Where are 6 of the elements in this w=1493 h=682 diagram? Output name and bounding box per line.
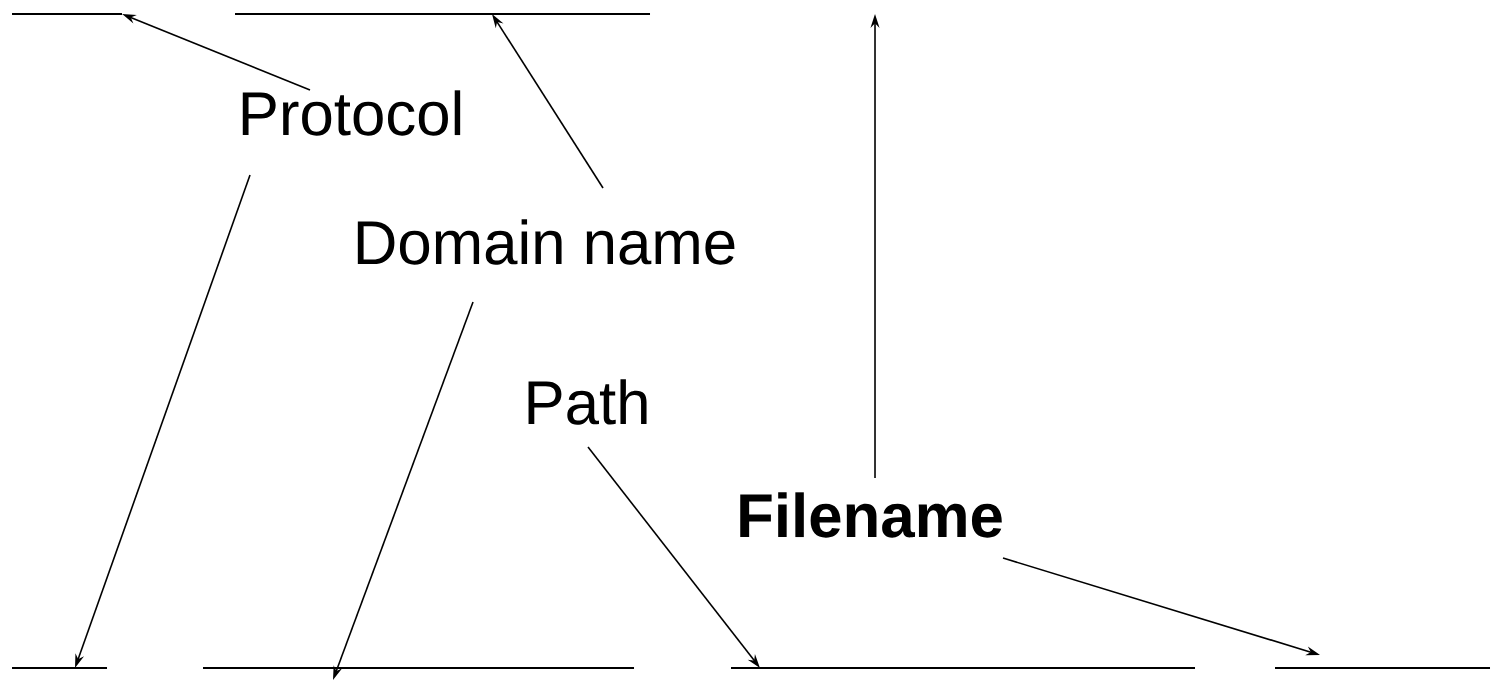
fill-in-line bbox=[1275, 667, 1490, 669]
label-text: Domain name bbox=[357, 219, 735, 265]
label-text: Filename bbox=[740, 492, 1002, 538]
label-text: Protocol bbox=[242, 90, 461, 136]
label-text: Path bbox=[528, 379, 647, 425]
fill-in-line bbox=[12, 13, 122, 15]
